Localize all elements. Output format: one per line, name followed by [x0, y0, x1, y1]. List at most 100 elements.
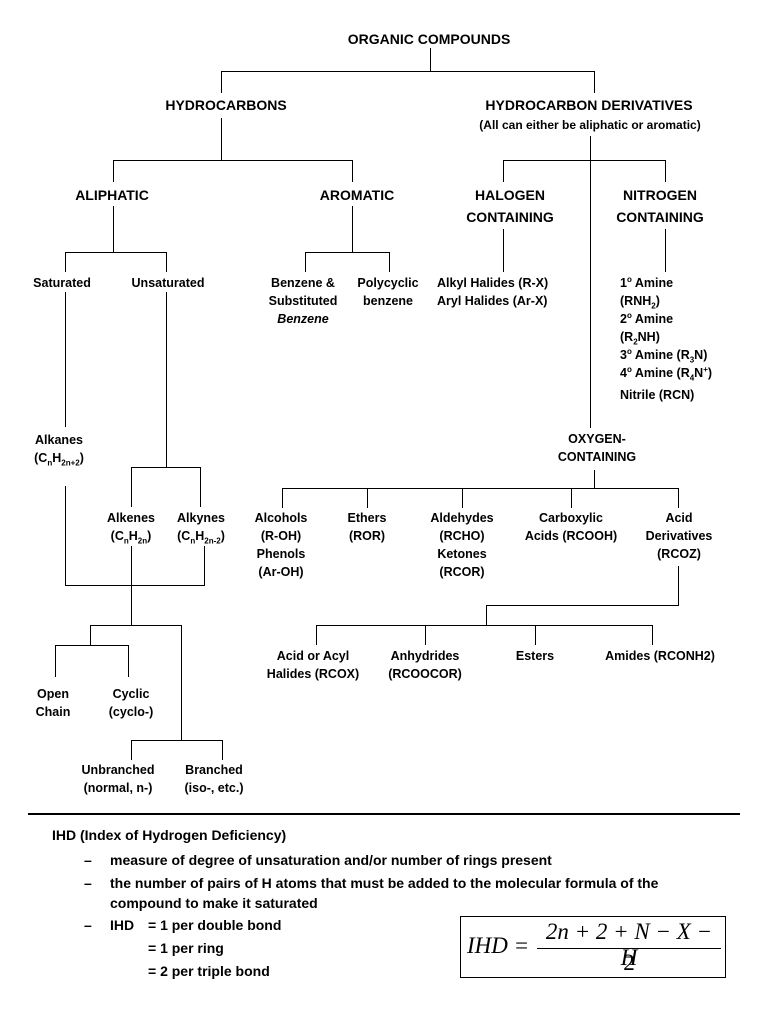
alkanes-formula: (CnH2n+2) — [34, 451, 84, 468]
connector — [425, 625, 426, 645]
connector — [462, 488, 463, 508]
alkyl-halides: Alkyl Halides (R-X) — [437, 276, 549, 290]
node-hydrocarbon-derivatives: HYDROCARBON DERIVATIVES — [485, 97, 693, 113]
ethers-line2: (ROR) — [348, 529, 386, 543]
node-aliphatic: ALIPHATIC — [75, 187, 149, 203]
alkynes-label: Alkynes — [177, 511, 225, 525]
formula-lhs: IHD = — [467, 933, 530, 958]
aldehydes-line2: (RCHO) — [439, 529, 485, 543]
connector — [503, 160, 666, 161]
connector — [305, 252, 306, 272]
connector — [594, 470, 595, 488]
node-anhydrides: Anhydrides (RCOOCOR) — [388, 647, 462, 683]
connector — [166, 292, 167, 468]
node-benzene: Benzene & Substituted Benzene — [269, 274, 338, 328]
alcohols-line4: (Ar-OH) — [258, 565, 304, 579]
connector — [128, 645, 129, 677]
node-alkynes: Alkynes (CnH2n-2) — [177, 509, 225, 545]
anhydrides-line2: (RCOOCOR) — [388, 667, 462, 681]
ihd-label: IHD — [110, 917, 135, 933]
polycyclic-line1: Polycyclic — [357, 276, 419, 290]
node-alkanes: Alkanes (CnH2n+2) — [34, 431, 84, 467]
connector — [65, 486, 66, 586]
node-alcohols: Alcohols (R-OH) Phenols (Ar-OH) — [255, 509, 308, 581]
node-hydrocarbons: HYDROCARBONS — [165, 97, 287, 113]
carboxylic-line2: Acids (RCOOH) — [524, 529, 618, 543]
connector — [367, 488, 368, 508]
connector — [316, 625, 317, 645]
node-nitrogen-containing: NITROGEN CONTAINING — [616, 184, 704, 228]
connector — [665, 229, 666, 272]
alcohols-line1: Alcohols — [254, 511, 308, 525]
open-chain-line1: Open — [37, 687, 69, 701]
halogen-line1: HALOGEN — [475, 187, 545, 203]
connector — [200, 467, 201, 507]
aldehydes-line3: Ketones — [437, 547, 487, 561]
formula-denominator: 2 — [623, 950, 635, 975]
connector — [113, 160, 114, 182]
alkynes-formula: (CnH2n-2) — [177, 529, 225, 546]
connector — [65, 292, 66, 427]
connector — [590, 136, 591, 428]
alcohols-line3: Phenols — [256, 547, 306, 561]
connector — [503, 160, 504, 182]
connector — [486, 605, 679, 606]
node-open-chain: Open Chain — [36, 685, 71, 721]
node-esters: Esters — [515, 649, 555, 663]
connector — [65, 252, 66, 272]
connector — [221, 71, 222, 93]
node-organic-compounds: ORGANIC COMPOUNDS — [347, 31, 511, 47]
node-carboxylic: Carboxylic Acids (RCOOH) — [525, 509, 617, 545]
formula-fraction-bar — [537, 948, 721, 949]
nitrile: Nitrile (RCN) — [620, 388, 695, 402]
ihd-bullet-dash: – — [84, 917, 92, 933]
connector — [131, 467, 201, 468]
derivatives-subtitle: (All can either be aliphatic or aromatic… — [479, 118, 701, 132]
connector — [678, 488, 679, 508]
connector — [282, 488, 283, 508]
cyclic-line2: (cyclo-) — [108, 705, 154, 719]
alkanes-label: Alkanes — [35, 433, 83, 447]
node-alkenes: Alkenes (CnH2n) — [107, 509, 155, 545]
acyl-halides-line2: Halides (RCOX) — [266, 667, 360, 681]
ihd-rule-1: = 1 per double bond — [148, 917, 282, 933]
acid-derivatives-line2: Derivatives — [645, 529, 713, 543]
connector — [113, 206, 114, 252]
anhydrides-line1: Anhydrides — [390, 649, 460, 663]
connector — [389, 252, 390, 272]
node-saturated: Saturated — [33, 276, 91, 290]
connector — [571, 488, 572, 508]
connector — [594, 71, 595, 93]
connector — [113, 160, 352, 161]
ihd-point-1: measure of degree of unsaturation and/or… — [110, 852, 552, 868]
connector — [55, 645, 128, 646]
oxygen-line1: OXYGEN- — [568, 432, 626, 446]
unbranched-line2: (normal, n-) — [83, 781, 153, 795]
acid-derivatives-line3: (RCOZ) — [657, 547, 701, 561]
connector — [131, 546, 132, 626]
carboxylic-line1: Carboxylic — [539, 511, 603, 525]
connector — [166, 252, 167, 272]
connector — [131, 740, 223, 741]
branched-line2: (iso-, etc.) — [184, 781, 244, 795]
ihd-bullet-dash: – — [84, 852, 92, 868]
connector — [131, 467, 132, 507]
connector — [486, 605, 487, 625]
nitrogen-line1: NITROGEN — [623, 187, 697, 203]
amine-4: 4o Amine (R4N+) — [620, 364, 713, 383]
connector — [221, 118, 222, 160]
node-cyclic: Cyclic (cyclo-) — [109, 685, 153, 721]
connector — [131, 740, 132, 760]
connector — [535, 625, 536, 645]
ihd-formula-box: IHD = 2n + 2 + N − X − H 2 — [460, 916, 726, 978]
connector — [305, 252, 390, 253]
connector — [221, 71, 594, 72]
amine-1: 1o Amine — [620, 274, 674, 290]
section-divider — [28, 813, 740, 815]
node-branched: Branched (iso-, etc.) — [184, 761, 243, 797]
ihd-rule-3: = 2 per triple bond — [148, 963, 270, 979]
alkenes-label: Alkenes — [107, 511, 155, 525]
amine-2-formula: (R2NH) — [620, 330, 660, 347]
connector — [282, 488, 679, 489]
connector — [503, 229, 504, 272]
